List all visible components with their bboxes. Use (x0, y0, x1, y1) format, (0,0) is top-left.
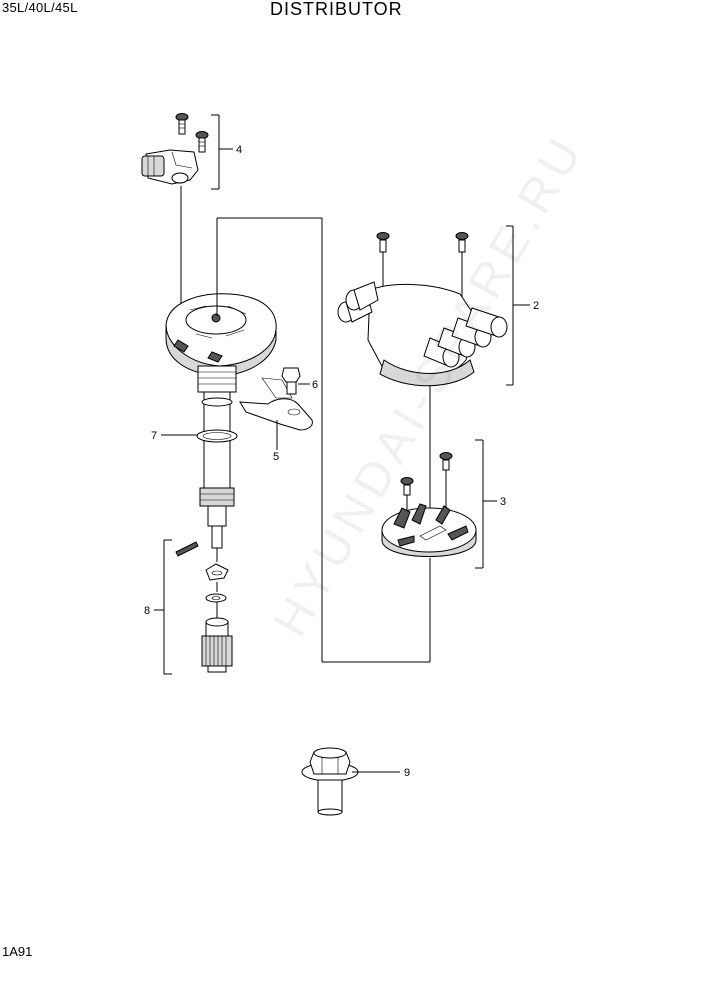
distributor-housing (165, 218, 277, 549)
part-8-gear-kit (154, 539, 233, 675)
part-7-o-ring (161, 429, 238, 443)
callout-9: 9 (404, 767, 410, 779)
callout-3: 3 (500, 496, 506, 508)
part-6-bolt (281, 367, 310, 395)
part-3-rotor-plate (381, 439, 497, 569)
part-9-flange-bolt (301, 747, 400, 816)
part-5-clamp (239, 377, 313, 450)
page-code: 1A91 (2, 944, 33, 959)
assembly-connector-lines (217, 217, 431, 663)
part-2-distributor-cap (337, 225, 530, 387)
callout-5: 5 (273, 451, 279, 463)
part-4-sensor-assembly (141, 113, 233, 322)
model-label: 35L/40L/45L (2, 0, 78, 15)
callout-4: 4 (236, 144, 242, 156)
callout-7: 7 (151, 430, 157, 442)
callout-2: 2 (533, 300, 539, 312)
callout-6: 6 (312, 379, 318, 391)
callout-8: 8 (144, 605, 150, 617)
page-title: DISTRIBUTOR (270, 0, 403, 19)
